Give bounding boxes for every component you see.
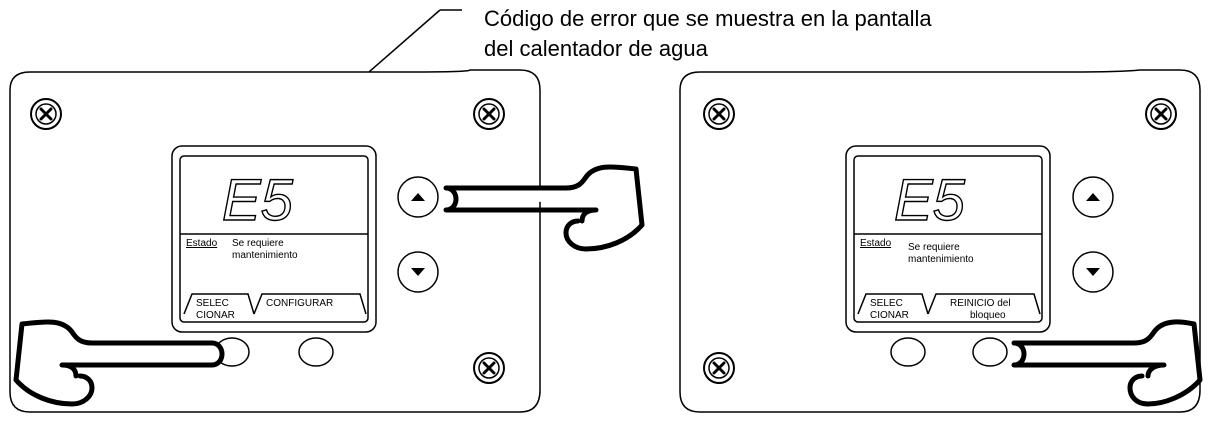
pointing-hand-icon — [443, 164, 645, 252]
screw-icon — [472, 97, 506, 131]
screw-icon — [29, 97, 63, 131]
status-text-line1: Se requiere — [232, 238, 284, 249]
lockout-reset-button[interactable] — [972, 337, 1008, 367]
soft-key-right-label-line1: REINICIO del — [950, 298, 1011, 309]
soft-key-tab-left — [183, 293, 255, 315]
configure-button[interactable] — [298, 337, 334, 367]
select-button[interactable] — [890, 337, 926, 367]
screw-icon — [1144, 97, 1178, 131]
down-arrow-icon — [1086, 268, 1100, 276]
caption-line-2: del calentador de agua — [484, 36, 708, 61]
pointing-hand-icon — [1011, 319, 1203, 407]
soft-key-tab-right — [927, 293, 1041, 315]
callout-caption: Código de error que se muestra en la pan… — [484, 4, 932, 64]
status-text-line2: mantenimiento — [232, 250, 298, 261]
up-arrow-icon — [1086, 193, 1100, 201]
up-arrow-icon — [411, 193, 425, 201]
soft-key-tab-right — [253, 293, 367, 315]
status-label: Estado — [186, 238, 218, 249]
up-arrow-button[interactable] — [397, 176, 439, 218]
control-panel-left: E5 Estado Se requiere mantenimiento SELE… — [9, 69, 541, 413]
screw-icon — [702, 97, 736, 131]
control-panel-right: E5 Estado Se requiere mantenimiento SELE… — [679, 69, 1201, 413]
error-code-display: E5 — [894, 168, 966, 233]
soft-key-left-label-line1: SELEC — [196, 298, 229, 309]
screw-icon — [472, 351, 506, 385]
status-label: Estado — [860, 238, 892, 249]
pointing-hand-icon — [13, 319, 225, 407]
soft-key-right-label-line1: CONFIGURAR — [266, 298, 333, 309]
error-code-display: E5 — [222, 168, 294, 233]
up-arrow-button[interactable] — [1072, 176, 1114, 218]
display-screen — [179, 155, 369, 323]
display-screen — [853, 155, 1043, 323]
soft-key-left-label-line2: CIONAR — [196, 310, 235, 321]
soft-key-left-label-line1: SELEC — [870, 298, 903, 309]
status-text-line1: Se requiere — [908, 242, 960, 253]
soft-key-right-label-line2: bloqueo — [970, 310, 1006, 321]
down-arrow-button[interactable] — [1072, 251, 1114, 293]
caption-line-1: Código de error que se muestra en la pan… — [484, 6, 932, 31]
soft-key-left-label-line2: CIONAR — [870, 310, 909, 321]
down-arrow-button[interactable] — [397, 251, 439, 293]
down-arrow-icon — [411, 268, 425, 276]
soft-key-tab-left — [857, 293, 929, 315]
screw-icon — [702, 351, 736, 385]
status-text-line2: mantenimiento — [908, 254, 974, 265]
